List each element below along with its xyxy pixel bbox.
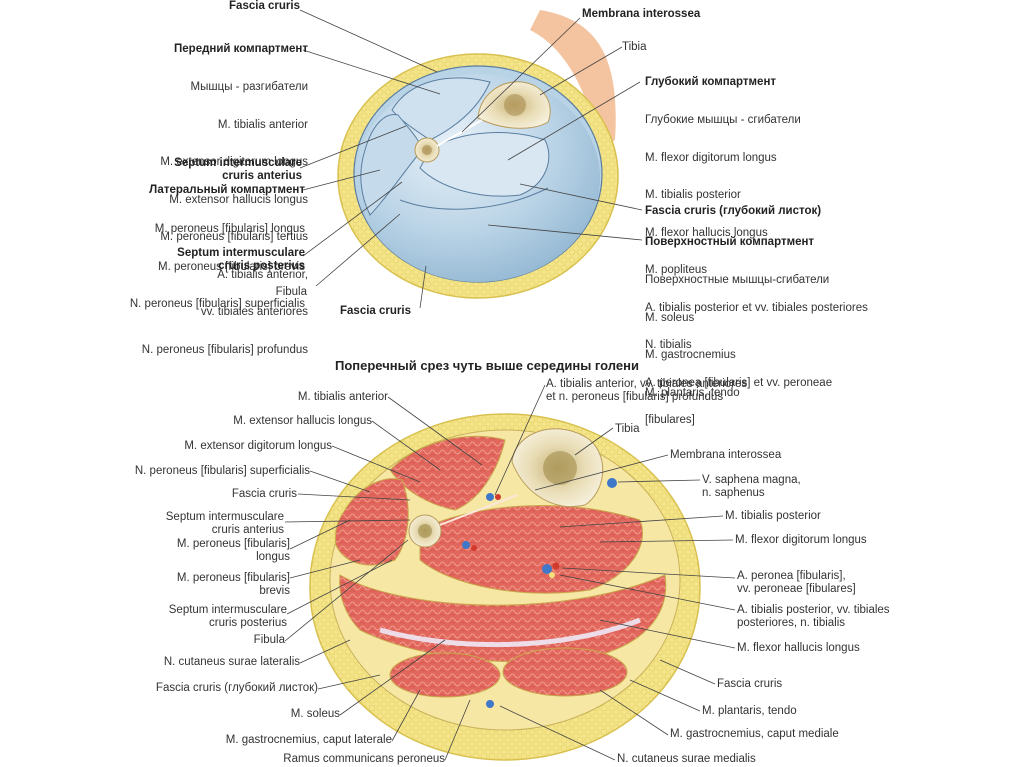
bl-ramus-communicans: Ramus communicans peroneus xyxy=(283,753,445,765)
cross-membrana-line xyxy=(439,494,518,526)
bl-gastrocnemius-lateral: M. gastrocnemius, caput laterale xyxy=(225,734,392,746)
fibula-cross-marrow xyxy=(418,524,432,538)
cross-section-title: Поперечный срез чуть выше середины голен… xyxy=(335,358,639,373)
vessels xyxy=(462,478,617,708)
anterior-item: vv. tibiales anteriores xyxy=(200,306,308,318)
bl-n-cutaneus-lateralis: N. cutaneus surae lateralis xyxy=(163,656,300,668)
deep-compartment xyxy=(419,132,550,197)
deep-item: A. peronea [fibularis] et vv. peroneae xyxy=(645,376,833,389)
tibia-marrow xyxy=(504,94,526,116)
deep-compartment-list: Глубокие мышцы - сгибатели M. flexor dig… xyxy=(645,89,868,452)
label-tibia: Tibia xyxy=(622,41,647,53)
gastrocnemius-lateral xyxy=(389,652,501,698)
deep-item: N. tibialis xyxy=(645,339,692,351)
br-flexor-digitorum: M. flexor digitorum longus xyxy=(735,534,867,546)
br-fascia-cruris: Fascia cruris xyxy=(717,678,783,690)
deep-item: A. tibialis posterior et vv. tibiales po… xyxy=(645,301,868,314)
br-plantaris: M. plantaris, tendo xyxy=(702,705,797,717)
anterior-item: A. tibialis anterior, xyxy=(217,268,308,281)
br-n-cutaneus-medialis: N. cutaneus surae medialis xyxy=(617,753,756,765)
bottom-leader-lines xyxy=(284,384,736,761)
label-anterior-compartment: Передний компартмент xyxy=(174,43,308,55)
label-fascia-cruris-top: Fascia cruris xyxy=(229,0,300,12)
label-fascia-cruris-bottom: Fascia cruris xyxy=(340,305,411,317)
deep-item: M. tibialis posterior xyxy=(645,189,741,201)
br-v-saphena: V. saphena magna, n. saphenus xyxy=(702,474,801,499)
br-gastrocnemius-medial: M. gastrocnemius, caput mediale xyxy=(670,728,839,740)
top-leader-lines xyxy=(299,9,643,309)
bl-peroneus-brevis: M. peroneus [fibularis] brevis xyxy=(176,572,290,597)
anterior-item: M. tibialis anterior xyxy=(217,118,308,131)
membrana-interossea-line xyxy=(436,119,483,147)
br-flexor-hallucis: M. flexor hallucis longus xyxy=(737,642,860,654)
bl-ext-hallucis: M. extensor hallucis longus xyxy=(233,415,372,427)
deep-item: Глубокие мышцы - сгибатели xyxy=(645,114,801,126)
anterior-item: M. extensor digitorum longus xyxy=(160,156,308,168)
label-superficial-compartment: Поверхностный компартмент xyxy=(645,236,815,248)
anterior-compartment-list: Мышцы - разгибатели M. tibialis anterior… xyxy=(142,56,308,381)
lateral-item: M. peroneus [fibularis] longus xyxy=(154,223,305,235)
superficial-item: M. plantaris, tendo xyxy=(645,386,740,399)
bl-fibula: Fibula xyxy=(253,634,285,646)
label-deep-compartment: Глубокий компартмент xyxy=(645,76,777,88)
label-septum-posterius: Septum intermusculare cruris posterius xyxy=(177,247,305,272)
aponeurosis-band xyxy=(379,617,641,648)
bl-septum-anterius: Septum intermusculare cruris anterius xyxy=(165,511,284,536)
deep-item: [fibulares] xyxy=(645,414,695,426)
bl-ext-digitorum: M. extensor digitorum longus xyxy=(184,440,332,452)
superficial-item: Поверхностные мышцы-сгибатели xyxy=(645,274,830,286)
gastrocnemius-medial xyxy=(502,647,628,697)
lateral-compartment-list: M. peroneus [fibularis] longus M. perone… xyxy=(130,198,305,336)
bl-fascia-cruris: Fascia cruris xyxy=(231,488,297,500)
superficial-compartment-list: Поверхностные мышцы-сгибатели M. soleus … xyxy=(645,249,829,424)
bl-peroneus-longus: M. peroneus [fibularis] longus xyxy=(176,538,290,563)
bl-soleus: M. soleus xyxy=(290,708,340,720)
label-membrana-interossea: Membrana interossea xyxy=(582,8,701,20)
deep-posterior-muscles xyxy=(419,505,644,594)
fibula-marrow xyxy=(422,145,432,155)
deep-item: M. popliteus xyxy=(645,264,708,276)
superficial-item: M. soleus xyxy=(645,311,695,324)
anterior-item: M. peroneus [fibularis] tertius xyxy=(160,231,308,243)
bl-fascia-deep: Fascia cruris (глубокий листок) xyxy=(155,682,318,694)
br-a-tibialis-posterior: A. tibialis posterior, vv. tibiales post… xyxy=(737,604,890,629)
label-fascia-deep: Fascia cruris (глубокий листок) xyxy=(645,205,822,217)
deep-item: M. flexor digitorum longus xyxy=(645,151,777,164)
bl-n-peroneus-superficialis: N. peroneus [fibularis] superficialis xyxy=(134,465,310,477)
br-a-tibialis-anterior: A. tibialis anterior, vv. tibiales anter… xyxy=(546,378,748,403)
label-septum-anterius: Septum intermusculare cruris anterius xyxy=(174,157,302,182)
br-tibialis-posterior: M. tibialis posterior xyxy=(725,510,821,522)
bl-septum-posterius: Septum intermusculare cruris posterius xyxy=(168,604,287,629)
superficial-item: M. gastrocnemius xyxy=(645,349,736,361)
deep-fascia-line xyxy=(399,187,549,210)
br-a-peronea: A. peronea [fibularis], vv. peroneae [fi… xyxy=(737,570,856,595)
br-membrana-interossea: Membrana interossea xyxy=(670,449,782,461)
lateral-item: M. peroneus [fibularis] brevis xyxy=(157,260,305,273)
label-lateral-compartment: Латеральный компартмент xyxy=(149,184,305,196)
anterior-compartment xyxy=(391,77,491,141)
lateral-item: N. peroneus [fibularis] superficialis xyxy=(129,298,305,310)
anterior-item: N. peroneus [fibularis] profundus xyxy=(141,343,308,356)
deep-item: M. flexor hallucis longus xyxy=(645,226,768,239)
anterior-item: M. extensor hallucis longus xyxy=(169,193,308,206)
label-fibula-top: Fibula xyxy=(275,286,307,298)
bl-tibialis-anterior: M. tibialis anterior xyxy=(297,391,388,403)
lateral-muscle-group xyxy=(335,478,409,566)
br-tibia: Tibia xyxy=(615,423,640,435)
anterior-item: Мышцы - разгибатели xyxy=(190,81,308,93)
tibia-cross-marrow xyxy=(543,451,577,485)
